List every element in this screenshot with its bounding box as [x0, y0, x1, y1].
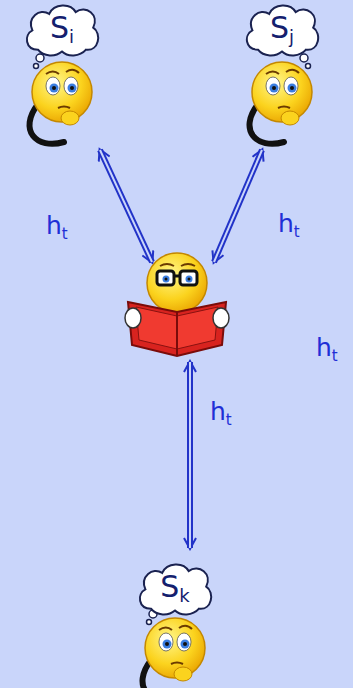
thought-bubble: Sk — [135, 561, 215, 616]
double-arrow — [190, 362, 191, 548]
reader-figure — [125, 253, 229, 356]
link-label: ht — [278, 210, 300, 240]
thought-bubble: Sj — [242, 2, 322, 57]
state-label: Sk — [160, 570, 189, 606]
thinking-face — [30, 62, 92, 144]
state-label: Sj — [270, 11, 294, 47]
link-label: ht — [46, 212, 68, 242]
thought-dots — [34, 54, 311, 625]
double-arrow — [214, 150, 262, 262]
thinking-face — [143, 618, 205, 688]
state-label: Si — [50, 11, 74, 47]
thought-bubble: Si — [22, 2, 102, 57]
link-label: ht — [316, 334, 338, 364]
double-arrow — [100, 150, 152, 262]
link-label: ht — [210, 398, 232, 428]
thinking-face — [250, 62, 312, 144]
